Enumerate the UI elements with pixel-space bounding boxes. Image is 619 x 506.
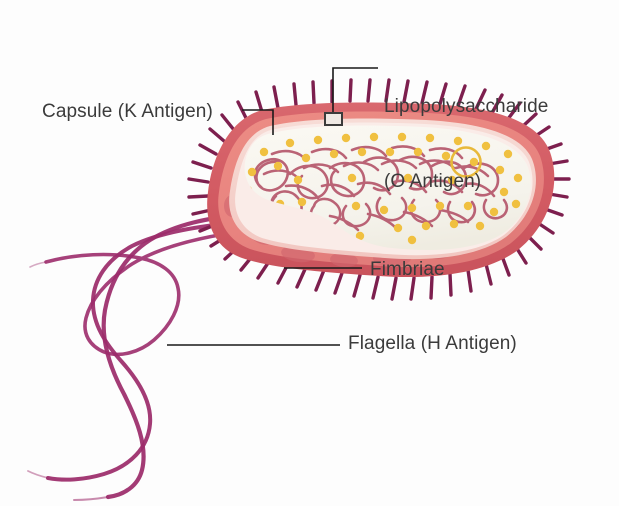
flagellum-2 [46, 220, 244, 482]
label-lipopolysaccharide-line2: (O Antigen) [384, 171, 482, 192]
ribosomes [244, 132, 523, 245]
leader-lines [167, 67, 378, 346]
label-lipopolysaccharide-line1: Lipopolysaccharide [384, 96, 549, 117]
label-fimbriae: Fimbriae [370, 259, 445, 280]
flagellum-tail-2 [27, 470, 49, 479]
flagellum-tail-3 [29, 261, 47, 268]
label-flagella: Flagella (H Antigen) [348, 333, 517, 354]
fimbriae-group [187, 78, 571, 301]
flagella-group [27, 211, 249, 501]
leader-capsule [242, 109, 274, 135]
leader-lipopolysaccharide [332, 67, 378, 115]
flagellum-3 [44, 230, 240, 357]
lipopolysaccharide-marker [324, 112, 343, 126]
plasmid-ring [450, 146, 482, 178]
label-capsule: Capsule (K Antigen) [42, 101, 213, 122]
label-lipopolysaccharide: Lipopolysaccharide (O Antigen) [384, 44, 548, 244]
flagellum-tail-1 [73, 496, 109, 501]
